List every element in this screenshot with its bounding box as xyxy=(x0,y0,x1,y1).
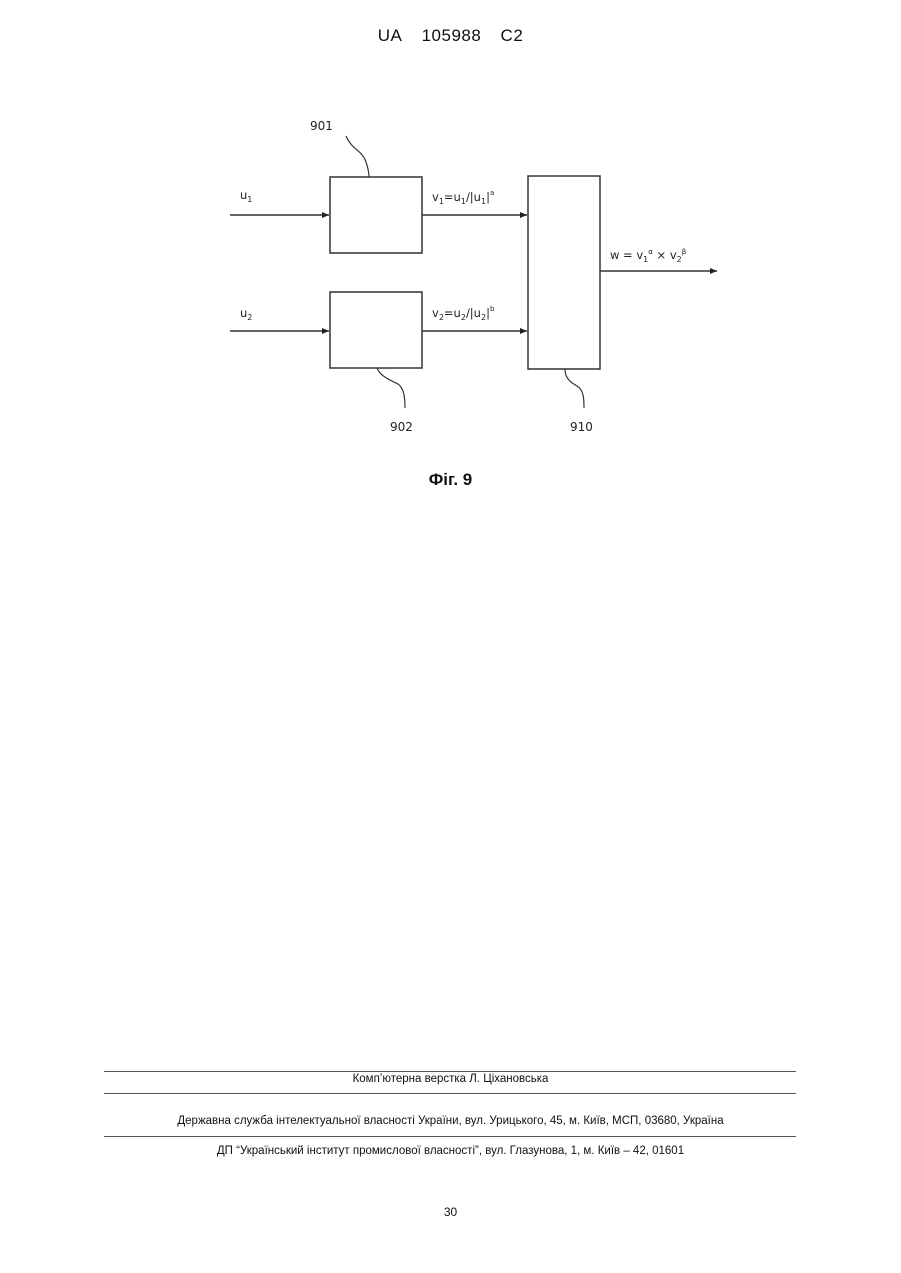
leader-910 xyxy=(565,369,584,408)
block-910 xyxy=(528,176,600,369)
footer-rule-top xyxy=(104,1071,796,1072)
block-902 xyxy=(330,292,422,368)
figure-caption: Фіг. 9 xyxy=(0,470,901,490)
footer-institute-address: ДП “Український інститут промислової вла… xyxy=(0,1145,901,1157)
label-u1: u1 xyxy=(240,188,252,204)
block-diagram: 901 902 910 u1 u2 v1=u1/|u1|a v2=u2/|u2|… xyxy=(0,0,901,460)
footer-rule-middle xyxy=(104,1093,796,1094)
leader-902 xyxy=(377,368,405,408)
label-w: w = v1α × v2β xyxy=(610,248,686,264)
leader-901 xyxy=(346,136,369,177)
ref-902: 902 xyxy=(390,420,413,434)
footer-rule-bottom xyxy=(104,1136,796,1137)
ref-901: 901 xyxy=(310,119,333,133)
label-v2: v2=u2/|u2|b xyxy=(432,305,495,322)
ref-910: 910 xyxy=(570,420,593,434)
footer-agency-address: Державна служба інтелектуальної власност… xyxy=(0,1115,901,1127)
label-u2: u2 xyxy=(240,306,252,322)
footer-layout-credit: Комп’ютерна верстка Л. Ціхановська xyxy=(0,1073,901,1085)
page-number: 30 xyxy=(0,1205,901,1219)
block-901 xyxy=(330,177,422,253)
label-v1: v1=u1/|u1|a xyxy=(432,189,494,206)
